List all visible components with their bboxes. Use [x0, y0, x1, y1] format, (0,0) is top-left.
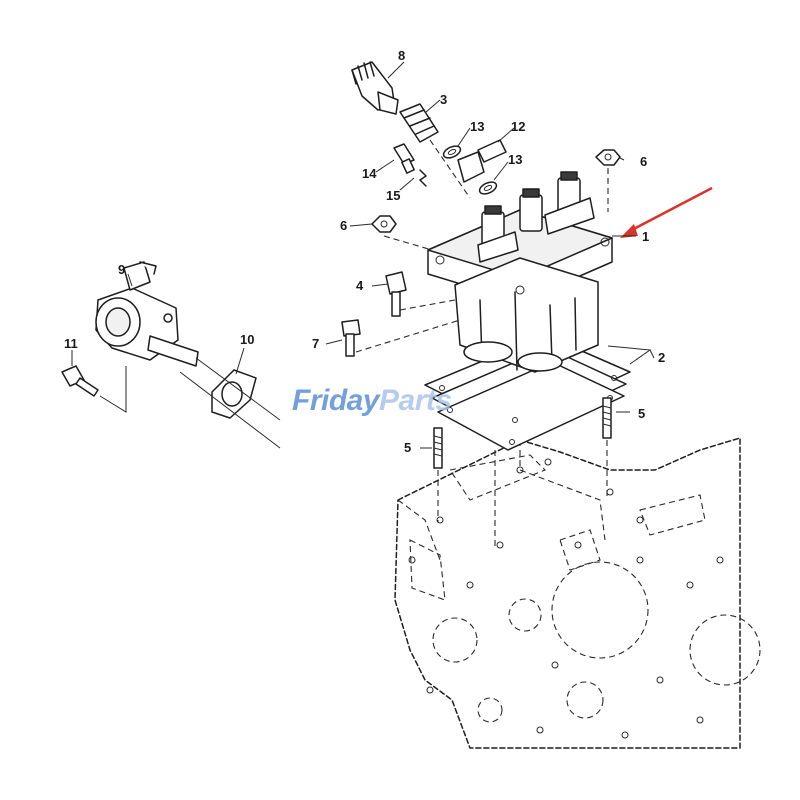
bolt-11-bracket: [99, 366, 127, 413]
washer-13-upper: [442, 145, 462, 159]
washer-13-lower: [478, 181, 498, 195]
part-label-7: 7: [312, 336, 319, 351]
feed-pump-9: [95, 261, 199, 367]
part-label-11: 11: [64, 336, 78, 351]
part-label-3: 3: [440, 92, 447, 107]
part-label-8: 8: [398, 48, 405, 63]
watermark-part-a: Friday: [292, 384, 381, 417]
gasket-10: [211, 369, 257, 419]
spring-15: [419, 169, 427, 187]
part-label-6-left: 6: [340, 218, 347, 233]
nut-6-right: [595, 149, 621, 212]
nut-6-left: [371, 215, 433, 251]
engine-block: [394, 437, 761, 749]
feed-pump-guide-top: [195, 357, 281, 421]
watermark: FridayParts: [292, 384, 452, 417]
part-label-14: 14: [362, 166, 377, 181]
stud-5-left: [433, 427, 443, 522]
part-label-4: 4: [356, 278, 364, 293]
bolt-4: [385, 271, 456, 317]
part-labels: 8 3 13 12 13 14 15 6 6 1 4 7 2 5 5 9 10 …: [64, 48, 665, 455]
part-label-5-left: 5: [404, 440, 411, 455]
part-label-10: 10: [240, 332, 254, 347]
part-label-5-right: 5: [638, 406, 645, 421]
part-label-1: 1: [642, 229, 649, 244]
part-label-2: 2: [658, 350, 665, 365]
stud-5-right: [602, 397, 612, 500]
leader-lines: [71, 61, 655, 449]
pointer-arrow: [627, 186, 713, 234]
injection-pump-body: [427, 171, 613, 373]
screw-14: [393, 143, 415, 174]
drive-gear-8: [351, 61, 399, 115]
bolt-11: [61, 365, 99, 397]
adapter-3: [399, 103, 471, 199]
gasket-set: [424, 334, 631, 451]
watermark-part-b: Parts: [379, 384, 452, 417]
banjo-bolt-12: [457, 139, 507, 183]
part-label-6-right: 6: [640, 154, 647, 169]
pointer-arrow-head: [620, 224, 638, 238]
feed-pump-guide-bottom: [179, 371, 281, 449]
delivery-valve-holders: [477, 171, 595, 263]
part-label-12: 12: [511, 119, 525, 134]
part-label-13-lower: 13: [508, 152, 522, 167]
part-label-15: 15: [386, 188, 400, 203]
part-label-9: 9: [118, 262, 125, 277]
bolt-7: [341, 319, 461, 357]
part-label-13-upper: 13: [470, 119, 484, 134]
